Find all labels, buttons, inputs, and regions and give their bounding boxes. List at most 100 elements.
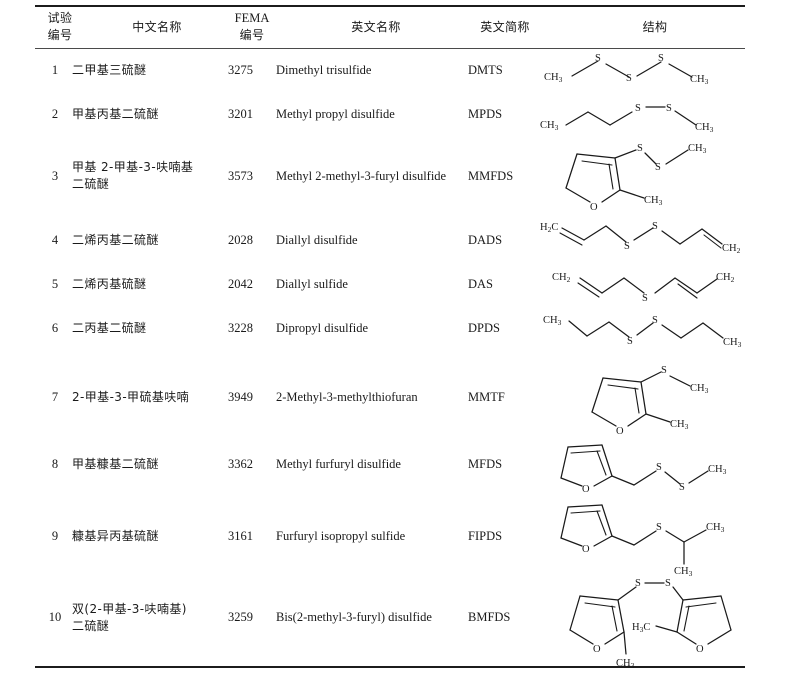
cell-english-name: Diallyl disulfide xyxy=(276,233,358,247)
cell-english-name: Bis(2-methyl-3-furyl) disulfide xyxy=(276,610,432,624)
atom-label-ch3: CH3 xyxy=(706,522,725,534)
structure-diallyl-disulfide: H2C S S CH2 xyxy=(540,218,750,260)
atom-label-ch2: CH2 xyxy=(552,272,571,284)
column-header-fema-number: FEMA 编号 xyxy=(222,10,282,44)
cell-fema-number: 2042 xyxy=(228,277,253,291)
atom-label-sulfur: S xyxy=(656,462,662,473)
table-row: 10 xyxy=(40,609,70,626)
atom-label-sulfur: S xyxy=(655,162,661,173)
cell-chinese-name: 二烯丙基二硫醚 xyxy=(72,233,159,247)
atom-label-sulfur: S xyxy=(666,103,672,114)
atom-label-sulfur: S xyxy=(627,336,633,347)
atom-label-sulfur: S xyxy=(624,241,630,252)
cell-fema-number: 2028 xyxy=(228,233,253,247)
cell-experiment-number: 4 xyxy=(51,233,59,247)
cell-experiment-number: 10 xyxy=(48,610,62,624)
header-line-2: 编号 xyxy=(47,28,73,42)
cell-fema-number: 3259 xyxy=(228,610,253,624)
atom-label-sulfur: S xyxy=(637,143,643,154)
cell-fema-number: 3228 xyxy=(228,321,253,335)
cell-english-name: Methyl furfuryl disulfide xyxy=(276,457,401,471)
cell-chinese-name: 甲基糠基二硫醚 xyxy=(72,457,159,471)
cell-english-abbreviation: MPDS xyxy=(468,107,503,121)
atom-label-sulfur: S xyxy=(652,221,658,232)
table-row: 4 xyxy=(40,232,70,249)
atom-label-sulfur: S xyxy=(652,315,658,326)
cell-fema-number: 3161 xyxy=(228,529,253,543)
cell-chinese-name: 糠基异丙基硫醚 xyxy=(72,529,159,543)
structure-methyl-propyl-disulfide: CH3 S S CH3 xyxy=(540,98,740,138)
cell-english-abbreviation: FIPDS xyxy=(468,529,503,543)
cell-english-name: 2-Methyl-3-methylthiofuran xyxy=(276,390,418,404)
cell-experiment-number: 6 xyxy=(51,321,59,335)
table-row: 8 xyxy=(40,456,70,473)
atom-label-ch3: CH3 xyxy=(690,383,709,395)
atom-label-ch3: CH3 xyxy=(688,143,707,155)
cell-fema-number: 3573 xyxy=(228,169,253,183)
cell-experiment-number: 5 xyxy=(51,277,59,291)
atom-label-h2c: H2C xyxy=(540,222,558,234)
cell-english-abbreviation: DMTS xyxy=(468,63,503,77)
column-header-english-name: 英文名称 xyxy=(286,19,466,36)
atom-label-sulfur: S xyxy=(635,578,641,589)
table-row: 7 xyxy=(40,389,70,406)
structure-methyl-2-methyl-3-furyl-disulfide: O CH3 S S CH3 xyxy=(552,140,742,218)
table-row: 2 xyxy=(40,106,70,123)
header-line-1: 中文名称 xyxy=(132,20,182,34)
table-bottom-rule xyxy=(35,666,745,669)
cell-experiment-number: 7 xyxy=(51,390,59,404)
header-line-1: 英文名称 xyxy=(351,20,401,34)
atom-label-sulfur: S xyxy=(642,293,648,304)
atom-label-oxygen: O xyxy=(616,426,624,437)
atom-label-sulfur: S xyxy=(665,578,671,589)
cell-chinese-name: 甲基丙基二硫醚 xyxy=(72,107,159,121)
header-line-1: 英文简称 xyxy=(480,20,530,34)
table-row: 6 xyxy=(40,320,70,337)
cell-chinese-name: 二烯丙基硫醚 xyxy=(72,277,147,291)
cell-fema-number: 3275 xyxy=(228,63,253,77)
cell-english-name: Diallyl sulfide xyxy=(276,277,348,291)
atom-label-oxygen: O xyxy=(582,544,590,555)
cell-english-name: Methyl propyl disulfide xyxy=(276,107,395,121)
atom-label-ch2: CH2 xyxy=(716,272,735,284)
cell-english-name: Methyl 2-methyl-3-furyl disulfide xyxy=(276,169,447,183)
table-row: 1 xyxy=(40,62,70,79)
atom-label-ch3: CH3 xyxy=(544,72,563,84)
cell-english-abbreviation: BMFDS xyxy=(468,610,511,624)
header-line-1: FEMA xyxy=(234,11,270,25)
atom-label-h3c: H3C xyxy=(632,622,650,634)
atom-label-sulfur: S xyxy=(658,53,664,64)
structure-diallyl-sulfide: CH2 S CH2 xyxy=(552,268,747,308)
cell-experiment-number: 2 xyxy=(51,107,59,121)
structure-methyl-furfuryl-disulfide: O S S CH3 xyxy=(556,438,746,496)
atom-label-sulfur: S xyxy=(679,482,685,493)
column-header-english-abbreviation: 英文简称 xyxy=(466,19,544,36)
atom-label-oxygen: O xyxy=(582,484,590,495)
atom-label-ch2: CH2 xyxy=(722,243,741,255)
cell-english-abbreviation: DAS xyxy=(468,277,494,291)
atom-label-oxygen: O xyxy=(590,202,598,213)
atom-label-ch3: CH3 xyxy=(674,566,693,578)
cell-english-name: Dimethyl trisulfide xyxy=(276,63,372,77)
cell-fema-number: 3949 xyxy=(228,390,253,404)
cell-english-name: Dipropyl disulfide xyxy=(276,321,369,335)
chinese-name-line-1: 双(2-甲基-3-呋喃基) xyxy=(72,602,187,616)
atom-label-oxygen: O xyxy=(696,644,704,655)
table-row: 5 xyxy=(40,276,70,293)
structure-dipropyl-disulfide: CH3 S S CH3 xyxy=(543,310,753,352)
atom-label-sulfur: S xyxy=(661,365,667,376)
atom-label-ch3: CH3 xyxy=(695,122,714,134)
cell-chinese-name: 二甲基三硫醚 xyxy=(72,63,147,77)
atom-label-ch3: CH3 xyxy=(670,419,689,431)
table-row: 3 xyxy=(40,168,70,185)
cell-english-name: Furfuryl isopropyl sulfide xyxy=(276,529,406,543)
structure-furfuryl-isopropyl-sulfide: O S CH3 CH3 xyxy=(556,498,746,578)
header-line-1: 结构 xyxy=(642,20,668,34)
chinese-name-line-2: 二硫醚 xyxy=(72,619,110,633)
chinese-name-line-2: 二硫醚 xyxy=(72,177,110,191)
cell-chinese-name: 双(2-甲基-3-呋喃基) 二硫醚 xyxy=(72,601,222,635)
atom-label-ch3: CH3 xyxy=(690,74,709,86)
cell-experiment-number: 9 xyxy=(51,529,59,543)
cell-english-abbreviation: DPDS xyxy=(468,321,500,335)
